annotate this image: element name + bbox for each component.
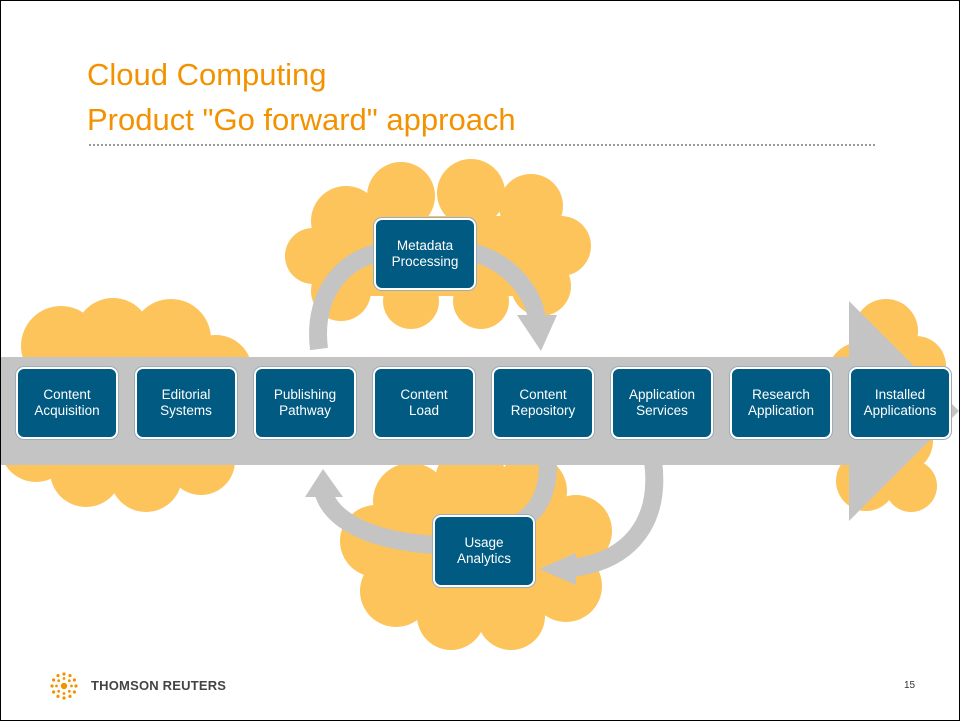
metadata-loop-arc xyxy=(309,244,380,351)
step-content-repository: Content Repository xyxy=(492,367,594,439)
brand-name: THOMSON REUTERS xyxy=(91,678,227,693)
step-label: Content Repository xyxy=(510,387,576,418)
step-label: Application Services xyxy=(628,387,696,418)
step-label: Content Load xyxy=(400,387,448,418)
step-content-acquisition: Content Acquisition xyxy=(16,367,118,439)
usage-loop-arrowhead xyxy=(305,469,343,497)
step-label: Publishing Pathway xyxy=(273,387,337,418)
step-label: Research Application xyxy=(747,387,815,418)
step-application-services: Application Services xyxy=(611,367,713,439)
node-metadata-processing: Metadata Processing xyxy=(374,218,476,290)
title-divider xyxy=(89,144,875,146)
step-label: Content Acquisition xyxy=(34,387,100,418)
metadata-loop-arc-right xyxy=(472,244,546,321)
top-cloud-shape xyxy=(285,159,591,329)
step-label: Installed Applications xyxy=(863,387,937,418)
step-research-application: Research Application xyxy=(730,367,832,439)
services-to-usage-arrowhead xyxy=(539,553,576,585)
slide-title-line-1: Cloud Computing xyxy=(87,57,327,92)
main-flow-arrow xyxy=(1,301,959,521)
page-number: 15 xyxy=(904,680,916,691)
node-label: Usage Analytics xyxy=(456,535,512,566)
step-installed-applications: Installed Applications xyxy=(849,367,951,439)
step-content-load: Content Load xyxy=(373,367,475,439)
metadata-loop-arrowhead xyxy=(517,315,557,351)
step-publishing-pathway: Publishing Pathway xyxy=(254,367,356,439)
node-label: Metadata Processing xyxy=(391,238,459,269)
step-editorial-systems: Editorial Systems xyxy=(135,367,237,439)
services-to-usage-arc xyxy=(569,459,664,577)
slide-title-line-2: Product "Go forward" approach xyxy=(87,102,516,137)
node-usage-analytics: Usage Analytics xyxy=(433,515,535,587)
step-label: Editorial Systems xyxy=(160,387,212,418)
usage-loop-arc-bottom xyxy=(314,487,436,554)
thomson-reuters-logo-icon xyxy=(50,672,78,700)
